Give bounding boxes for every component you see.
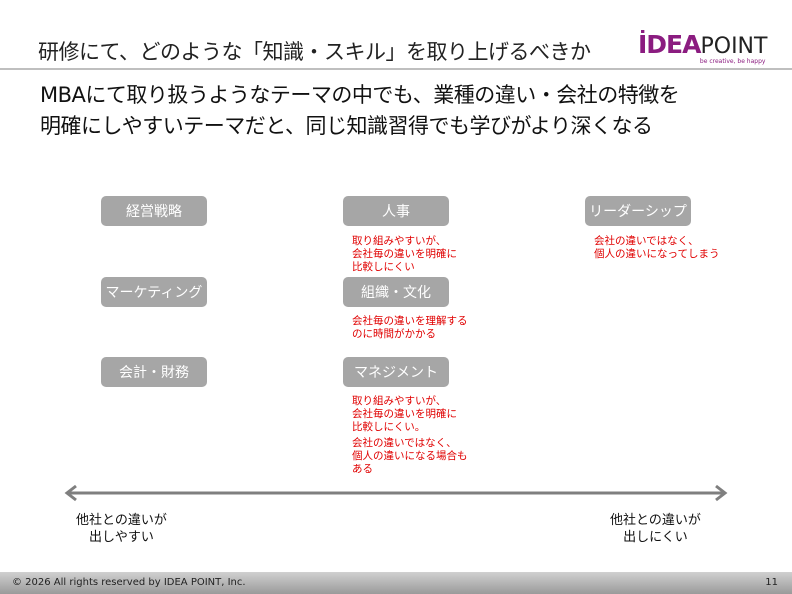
axis-label-right: 他社との違いが出しにくい [610,513,701,545]
lead-text: MBAにて取り扱うようなテーマの中でも、業種の違い・会社の特徴を 明確にしやすい… [40,83,680,138]
double-arrow-icon [64,484,728,502]
topic-strategy: 経営戦略 [101,196,207,226]
topic-hr: 人事 [343,196,449,226]
page-number: 11 [765,577,778,588]
idea-point-logo: İDEAPOINT be creative, be happy [638,30,768,65]
slide-title: 研修にて、どのような「知識・スキル」を取り上げるべきか [38,40,591,64]
topic-accounting: 会計・財務 [101,357,207,387]
topic-organization: 組織・文化 [343,277,449,307]
note-hr: 取り組みやすいが、会社毎の違いを明確に比較しにくい [352,235,457,273]
topic-marketing: マーケティング [101,277,207,307]
note-leadership: 会社の違いではなく、個人の違いになってしまう [594,235,720,260]
header-divider [0,68,792,70]
topic-leadership: リーダーシップ [585,196,691,226]
footer: © 2026 All rights reserved by IDEA POINT… [0,572,792,594]
note-management: 取り組みやすいが、会社毎の違いを明確に比較しにくい。 会社の違いではなく、個人の… [352,395,468,475]
note-organization: 会社毎の違いを理解するのに時間がかかる [352,315,468,340]
copyright: © 2026 All rights reserved by IDEA POINT… [12,577,246,588]
topic-management: マネジメント [343,357,449,387]
axis-label-left: 他社との違いが出しやすい [76,513,167,545]
